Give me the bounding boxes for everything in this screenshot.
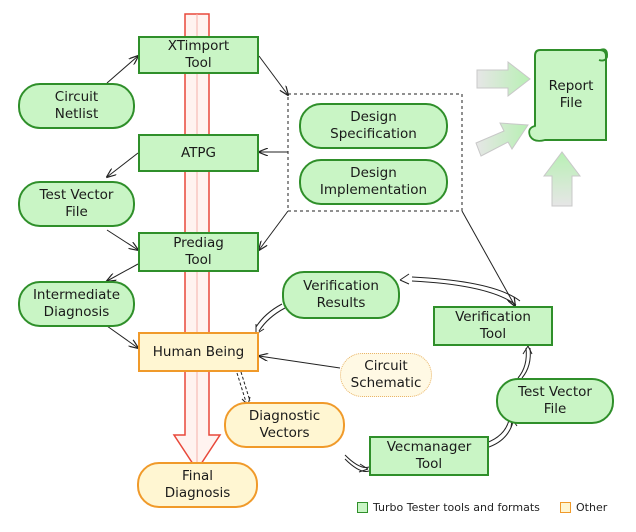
circuit-netlist-node: Circuit Netlist: [18, 83, 135, 129]
test-vector-file-right-node: Test Vector File: [496, 378, 614, 424]
design-implementation-label: Design Implementation: [319, 165, 428, 198]
intermediate-diagnosis-node: Intermediate Diagnosis: [18, 281, 135, 327]
diagnostic-vectors-node: Diagnostic Vectors: [224, 402, 345, 448]
xtimport-tool-label: XTimport Tool: [167, 38, 230, 71]
test-vector-file-left-node: Test Vector File: [18, 181, 135, 227]
arrow-verification-to-results: [399, 273, 410, 285]
test-vector-file-right-label: Test Vector File: [518, 384, 592, 417]
circuit-schematic-node: Circuit Schematic: [340, 353, 432, 397]
legend-other-label: Other: [576, 501, 608, 514]
circuit-netlist-label: Circuit Netlist: [54, 89, 99, 122]
xtimport-tool-node: XTimport Tool: [138, 36, 259, 74]
arrow-design-to-prediag: [259, 210, 289, 250]
legend-turbo: Turbo Tester tools and formats: [357, 501, 540, 514]
legend-other-swatch: [560, 502, 571, 513]
legend-other: Other: [560, 501, 607, 514]
design-specification-label: Design Specification: [330, 109, 417, 142]
human-being-node: Human Being: [138, 332, 259, 372]
final-diagnosis-node: Final Diagnosis: [137, 462, 258, 508]
arrow-netlist-to-xtimport: [106, 56, 138, 84]
arrow-schematic-to-human: [259, 356, 341, 369]
final-diagnosis-label: Final Diagnosis: [164, 468, 231, 501]
atpg-node: ATPG: [138, 134, 259, 172]
prediag-tool-label: Prediag Tool: [173, 235, 224, 268]
arrow-design-to-verification: [461, 210, 515, 306]
arrow-testvector-to-verification: [522, 345, 533, 355]
arrow-prediag-to-intermediate: [107, 263, 139, 281]
legend-turbo-swatch: [357, 502, 368, 513]
intermediate-diagnosis-label: Intermediate Diagnosis: [32, 287, 121, 320]
atpg-label: ATPG: [180, 144, 217, 161]
human-being-label: Human Being: [152, 343, 245, 360]
arrow-testvector-to-prediag: [106, 229, 138, 250]
arrow-atpg-to-testvector: [107, 152, 139, 177]
arrow-intermediate-to-human: [106, 325, 138, 348]
design-implementation-node: Design Implementation: [299, 159, 448, 205]
report-file-node: Report File: [538, 72, 604, 118]
vecmanager-tool-node: Vecmanager Tool: [369, 436, 489, 476]
test-vector-file-left-label: Test Vector File: [39, 187, 114, 220]
verification-results-label: Verification Results: [303, 278, 379, 311]
verification-tool-node: Verification Tool: [433, 306, 553, 346]
arrow-xtimport-to-design: [258, 55, 288, 95]
report-scroll-shape: [528, 48, 609, 142]
design-specification-node: Design Specification: [299, 103, 448, 149]
prediag-tool-node: Prediag Tool: [138, 232, 259, 272]
report-file-label: Report File: [548, 78, 594, 111]
diagnostic-vectors-label: Diagnostic Vectors: [248, 408, 321, 441]
circuit-schematic-label: Circuit Schematic: [350, 358, 422, 391]
verification-results-node: Verification Results: [282, 271, 400, 319]
report-input-arrows: [475, 60, 581, 207]
verification-tool-label: Verification Tool: [455, 309, 531, 342]
vecmanager-tool-label: Vecmanager Tool: [386, 439, 472, 472]
arrow-diagvectors-to-vecmanager: [344, 454, 370, 468]
legend-turbo-label: Turbo Tester tools and formats: [373, 501, 540, 514]
